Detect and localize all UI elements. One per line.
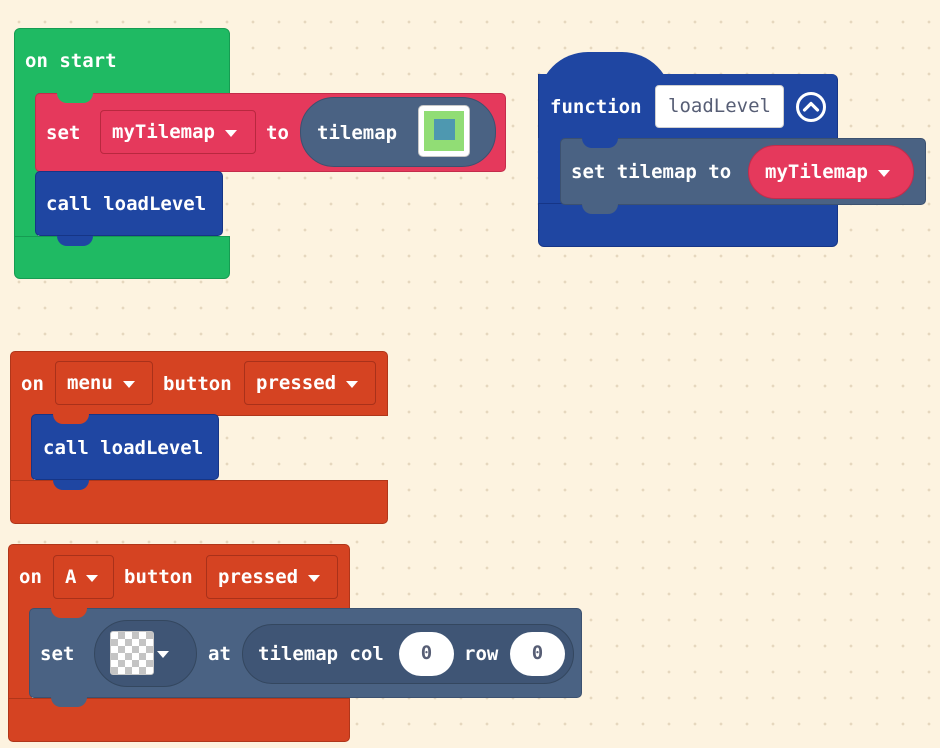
menu-button-label: button [163, 373, 232, 395]
call-block-notch [57, 236, 93, 246]
function-arm [538, 138, 562, 208]
col-input[interactable]: 0 [399, 632, 454, 676]
tilemap-label: tilemap [317, 122, 398, 144]
on-start-label: on start [25, 50, 117, 72]
variable-dropdown-mytilemap-2[interactable]: myTilemap [748, 145, 914, 199]
transparent-tile-icon [110, 631, 154, 675]
tilemap-thumbnail-tile [434, 119, 455, 140]
button-dropdown-menu[interactable]: menu [55, 361, 153, 405]
set-tile-bottom-notch [51, 697, 87, 707]
to-label: to [266, 122, 289, 144]
function-name: loadLevel [668, 95, 771, 117]
event-dropdown-pressed[interactable]: pressed [244, 361, 376, 405]
set-tilemap-bottom-notch [582, 204, 618, 214]
caret-down-icon [346, 380, 359, 388]
call-loadlevel-block-2[interactable] [31, 414, 219, 480]
set-tile-label: set [40, 643, 75, 665]
caret-down-icon [308, 574, 321, 582]
col-value: 0 [420, 642, 433, 664]
call-block-top-notch [53, 414, 89, 424]
event-name: pressed [218, 566, 299, 588]
event-name: pressed [256, 372, 337, 394]
set-block-notch [57, 93, 93, 103]
a-handler-arm [8, 608, 32, 704]
caret-down-icon [877, 169, 890, 177]
tilemap-thumbnail-icon[interactable] [418, 105, 470, 157]
row-label: row [464, 643, 499, 665]
variable-name: myTilemap [112, 121, 215, 143]
call-loadlevel-label: call loadLevel [46, 193, 207, 215]
caret-down-icon [86, 574, 99, 582]
call-loadlevel-label-2: call loadLevel [43, 437, 204, 459]
event-dropdown-pressed-2[interactable]: pressed [206, 555, 338, 599]
set-tile-top-notch [51, 608, 87, 618]
tilemap-thumbnail-ground [424, 111, 464, 151]
set-tilemap-label: set tilemap to [571, 161, 732, 183]
caret-down-icon [122, 380, 135, 388]
on-start-hat[interactable] [14, 28, 230, 94]
menu-on-label: on [21, 373, 44, 395]
menu-handler-arm [10, 414, 34, 484]
button-name: A [65, 566, 77, 588]
row-input[interactable]: 0 [510, 632, 565, 676]
set-tilemap-top-notch [582, 138, 618, 148]
chevron-up-circle-icon[interactable] [795, 91, 827, 123]
at-label: at [208, 643, 231, 665]
caret-down-icon [157, 651, 169, 658]
call-block-bottom-notch [53, 480, 89, 490]
button-name: menu [67, 372, 113, 394]
function-name-field[interactable]: loadLevel [655, 85, 784, 128]
on-start-footer [14, 236, 230, 279]
set-label: set [46, 122, 81, 144]
call-loadlevel-block[interactable] [35, 171, 223, 236]
caret-down-icon [224, 129, 237, 137]
variable-dropdown-mytilemap[interactable]: myTilemap [100, 110, 256, 154]
a-on-label: on [19, 566, 42, 588]
tilemap-col-label: tilemap col [258, 643, 384, 665]
row-value: 0 [531, 642, 544, 664]
a-button-label: button [124, 566, 193, 588]
on-start-arm [14, 93, 38, 239]
variable-name: myTilemap [765, 161, 868, 183]
button-dropdown-a[interactable]: A [53, 555, 114, 599]
function-keyword: function [550, 96, 642, 118]
